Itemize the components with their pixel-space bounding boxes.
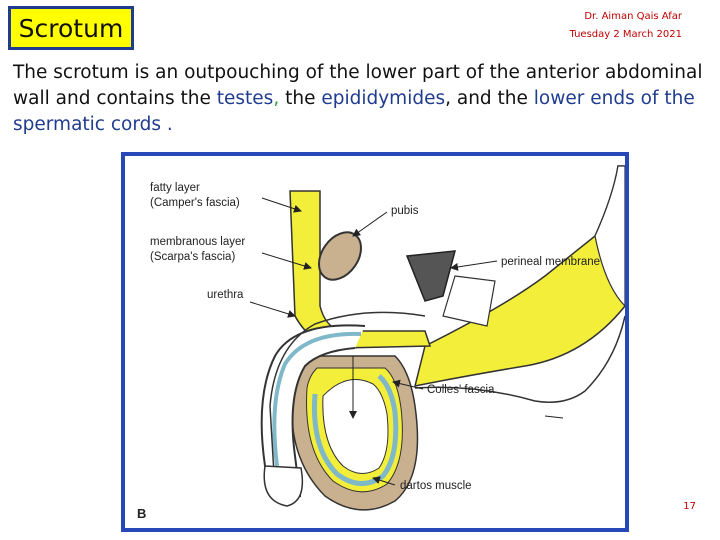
lecture-date: Tuesday 2 March 2021 (569, 29, 682, 40)
slide-title: Scrotum (18, 13, 124, 43)
term-epididymides: epididymides (321, 88, 446, 109)
intro-text-1: The scrotum is an outpouching of the low… (13, 62, 703, 109)
perineal-lower-contour (414, 315, 625, 403)
label-fatty-layer: fatty layer (150, 182, 200, 194)
perineal-membrane-hatch (442, 275, 496, 327)
label-pubis: pubis (391, 205, 419, 217)
leader-perineal-membrane (450, 260, 498, 271)
label-urethra: urethra (207, 289, 244, 301)
slide-title-box: Scrotum (8, 6, 134, 50)
term-spermatic-cords: lower ends of the spermatic cords . (13, 88, 695, 135)
glans (263, 465, 304, 507)
intro-text-2: the (279, 88, 322, 109)
anatomy-figure: fatty layer (Camper's fascia) membranous… (121, 152, 629, 532)
scrotum-diagram: fatty layer (Camper's fascia) membranous… (137, 165, 625, 521)
label-dartos-muscle: dartos muscle (400, 480, 472, 492)
label-membranous-layer: membranous layer (150, 236, 245, 248)
perineal-wall (594, 165, 625, 307)
tick-mark (544, 415, 564, 419)
panel-letter: B (137, 506, 146, 521)
leader-urethra (249, 301, 296, 318)
label-colles-fascia: Colles' fascia (427, 384, 495, 396)
leader-colles-fascia (392, 379, 424, 390)
leader-pubis (352, 211, 388, 237)
author-block: Dr. Aiman Qais Afar Tuesday 2 March 2021 (569, 8, 682, 44)
author-name: Dr. Aiman Qais Afar (584, 11, 682, 22)
scrotal-cavity (322, 379, 389, 474)
urethra-line (269, 311, 426, 492)
intro-comma: , (273, 88, 280, 109)
label-campers-fascia: (Camper's fascia) (150, 197, 240, 209)
intro-paragraph: The scrotum is an outpouching of the low… (13, 60, 713, 138)
leader-dartos-muscle (372, 476, 396, 486)
label-scarpas-fascia: (Scarpa's fascia) (150, 251, 235, 263)
intro-text-3: , and the (445, 88, 534, 109)
page-number: 17 (683, 501, 696, 512)
perineal-tissue (413, 165, 625, 387)
penis-fascia (272, 331, 362, 467)
colles-fascia-line (312, 374, 399, 486)
label-perineal-membrane: perineal membrane (501, 256, 600, 268)
leader-membranous-layer (261, 252, 312, 270)
term-testes: testes (216, 88, 274, 109)
leader-fatty-layer (261, 197, 302, 213)
perineal-membrane-shape (405, 250, 457, 302)
